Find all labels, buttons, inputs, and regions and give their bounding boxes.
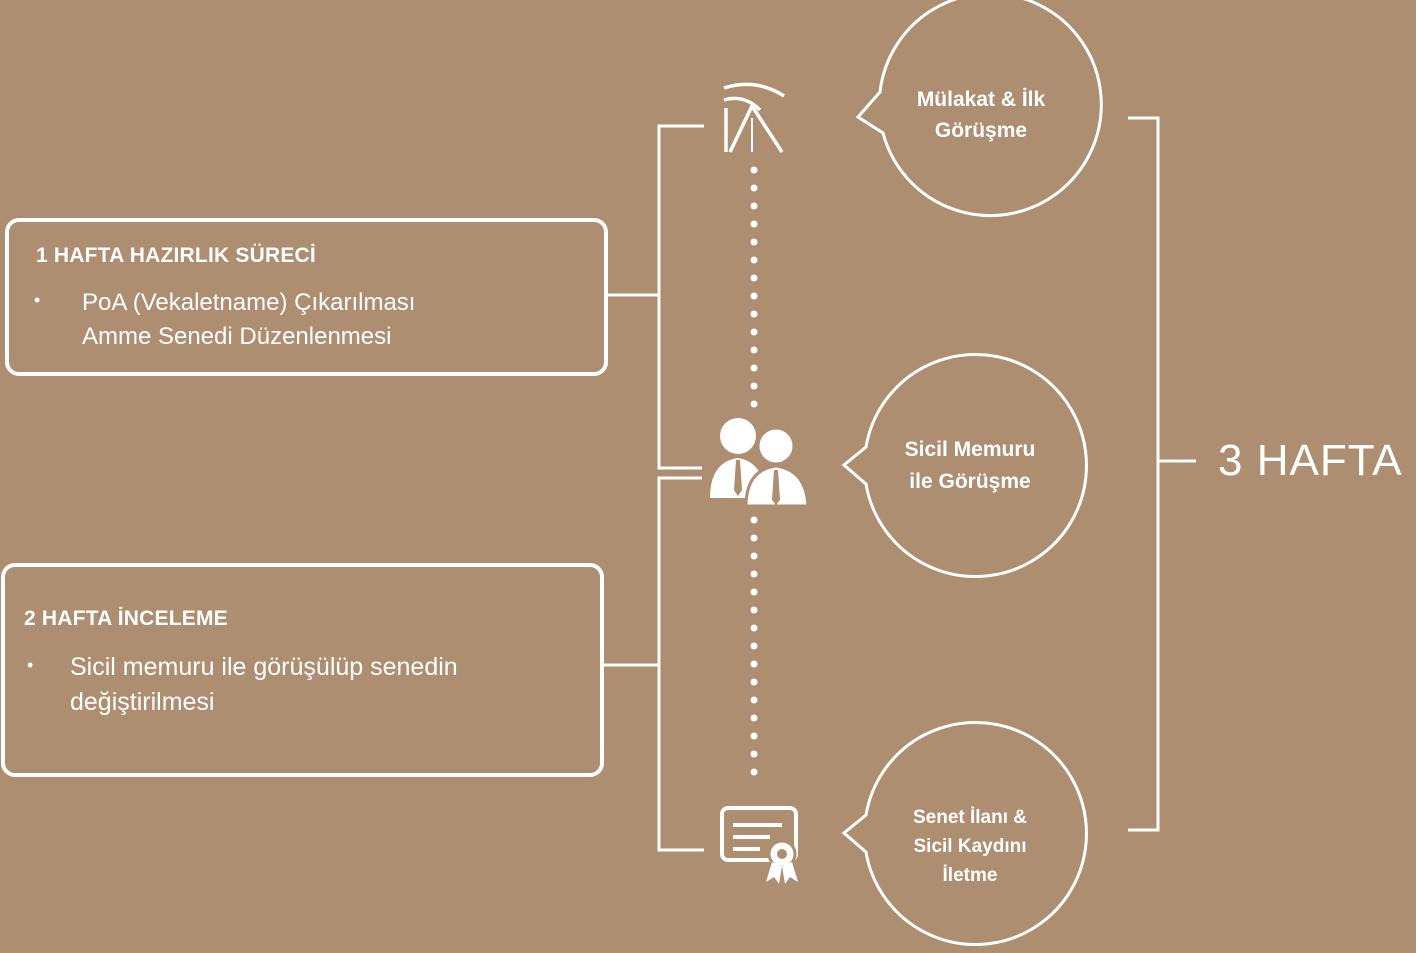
people-meeting-icon [710,418,810,508]
step-label-2: Sicil Memuru ile Görüşme [872,426,1068,506]
certificate-icon [720,806,798,884]
step-label-3: Senet İlanı & Sicil Kaydını İletme [872,796,1068,896]
phase-1-line-2: Amme Senedi Düzenlenmesi [82,323,392,350]
phase-title-1: 1 HAFTA HAZIRLIK SÜRECİ [36,244,316,267]
speech-bubble-1 [855,0,1103,217]
bullet-marker-1: • [34,290,41,310]
phase-box-1 [5,218,608,376]
phase-box-2 [1,563,604,777]
law-firm-logo-icon [723,82,785,153]
step-1-line-1: Mülakat & İlk [916,88,1046,111]
bullet-marker-2: • [27,655,34,675]
speech-bubble-2 [841,353,1088,578]
phase-1-line-1: PoA (Vekaletname) Çıkarılması [82,289,416,316]
step-1-line-2: Görüşme [934,119,1028,142]
bracket-upper [657,124,704,470]
phase-2-line-1: Sicil memuru ile görüşülüp senedin [70,653,458,681]
step-2-line-1: Sicil Memuru [904,438,1036,461]
phase-2-line-2: değiştirilmesi [70,688,215,716]
speech-bubbles [841,0,1103,946]
speech-bubble-3 [841,721,1088,946]
step-3-line-2: Sicil Kaydını [913,835,1027,857]
phase-title-2: 2 HAFTA İNCELEME [24,607,228,630]
bracket-total [1128,116,1160,832]
step-2-line-2: ile Görüşme [909,470,1031,493]
dotted-timeline [750,166,758,776]
connector-lines [603,116,1196,852]
bracket-lower [657,476,704,852]
step-3-line-1: Senet İlanı & [912,806,1028,828]
step-3-line-3: İletme [942,864,998,886]
total-duration-label: 3 HAFTA [1218,436,1403,485]
step-label-1: Mülakat & İlk Görüşme [886,70,1076,160]
